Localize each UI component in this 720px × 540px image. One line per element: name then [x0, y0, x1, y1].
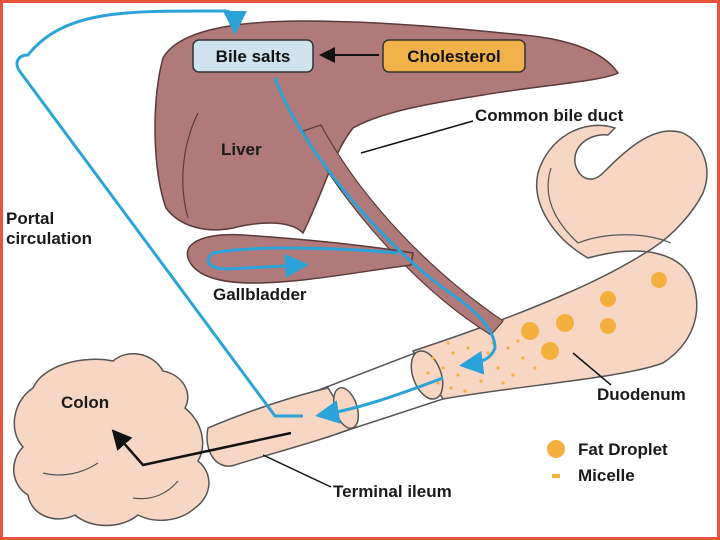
fat-droplet: [600, 291, 616, 307]
portal-circulation-label-line2: circulation: [6, 229, 92, 248]
bile-flow-arrow: [273, 77, 497, 375]
terminal-ileum-leader: [262, 454, 332, 488]
common-bile-duct-leader: [360, 120, 474, 154]
fat-droplets: [521, 272, 667, 360]
bile-salts-node-box: [192, 39, 314, 73]
common-bile-duct-shape: [302, 124, 504, 336]
colon-flow-arrow: [111, 429, 292, 467]
duodenum-shape: [411, 124, 708, 400]
fat-droplet: [541, 342, 559, 360]
terminal-ileum-shape: [206, 387, 355, 467]
fat-droplet: [651, 272, 667, 288]
fat-droplet: [600, 318, 616, 334]
legend: Fat Droplet Micelle: [547, 440, 668, 485]
micelles: [426, 339, 537, 393]
fat-droplet: [521, 322, 539, 340]
portal-circulation-arrow: [15, 9, 303, 418]
colon-fold: [132, 480, 179, 500]
legend-fat-droplet-label: Fat Droplet: [578, 440, 668, 459]
common-bile-duct-label: Common bile duct: [475, 106, 624, 125]
liver-label: Liver: [221, 140, 262, 159]
legend-micelle-swatch: [552, 474, 560, 478]
cholesterol-node-label: Cholesterol: [407, 47, 501, 66]
bile-salts-node-label: Bile salts: [216, 47, 291, 66]
cholesterol-node-box: [382, 39, 526, 73]
ileum-flow-arrow: [315, 376, 444, 424]
gallbladder-shape: [186, 233, 414, 284]
colon-label: Colon: [61, 393, 109, 412]
liver-shape: [154, 20, 620, 235]
portal-circulation-label-line1: Portal: [6, 209, 54, 228]
bile-circulation-diagram: Bile salts Cholesterol Common bile duct …: [6, 9, 708, 527]
duodenum-label: Duodenum: [597, 385, 686, 404]
colon-fold: [42, 462, 99, 476]
colon-shape: [13, 353, 210, 527]
fat-droplet: [556, 314, 574, 332]
gallbladder-flow-arrow: [206, 246, 399, 278]
liver-lobe-line: [182, 112, 199, 219]
duodenum-leader: [572, 352, 612, 386]
legend-micelle-label: Micelle: [578, 466, 635, 485]
legend-fat-droplet-swatch: [547, 440, 565, 458]
duodenum-upper-fold: [547, 167, 672, 244]
terminal-ileum-label: Terminal ileum: [333, 482, 452, 501]
gallbladder-label: Gallbladder: [213, 285, 307, 304]
